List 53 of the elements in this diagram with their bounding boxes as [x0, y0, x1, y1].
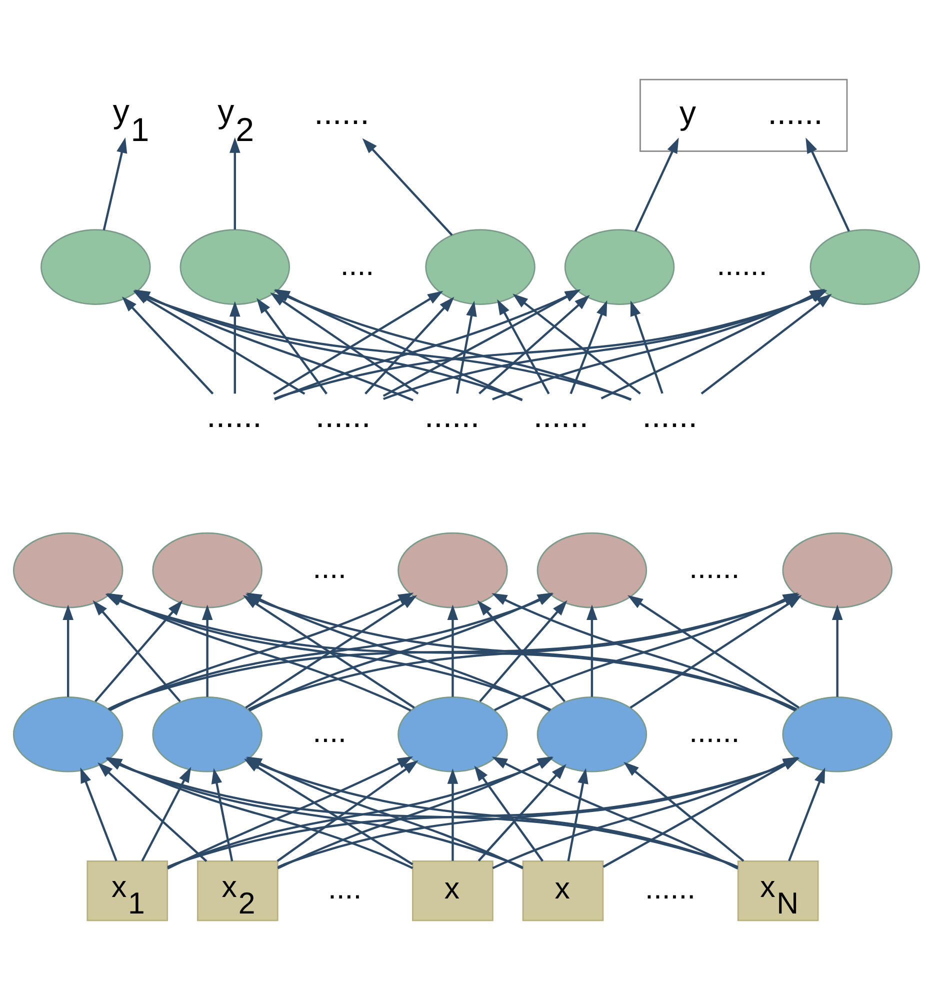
- arrow: [832, 604, 843, 697]
- arrow: [447, 604, 458, 697]
- arrow: [478, 764, 566, 862]
- arrow: [273, 290, 444, 395]
- arrow: [364, 296, 454, 395]
- node-text: ......: [206, 398, 262, 436]
- label: ......: [645, 872, 696, 906]
- arrow: [634, 138, 679, 232]
- arrow: [141, 766, 192, 862]
- label: ....: [328, 872, 362, 906]
- arrow: [624, 762, 744, 862]
- arrow: [62, 604, 74, 697]
- node-box: x: [522, 860, 604, 922]
- arrow: [456, 300, 477, 394]
- arrow: [229, 137, 240, 230]
- arrow: [478, 294, 590, 394]
- node-text: ......: [424, 398, 480, 436]
- arrow: [630, 300, 664, 394]
- node-text: ......: [642, 398, 698, 436]
- arrow: [700, 294, 832, 394]
- arrow: [570, 300, 608, 394]
- label: ......: [689, 552, 740, 586]
- arrow: [447, 768, 458, 861]
- arrow: [497, 299, 550, 394]
- label: ......: [716, 248, 768, 282]
- label: ....: [312, 552, 346, 586]
- node-text: ......: [768, 94, 823, 132]
- arrow: [586, 604, 598, 697]
- arrow: [567, 768, 588, 862]
- arrow: [102, 137, 128, 230]
- label: ....: [312, 716, 346, 750]
- node-box: x: [412, 860, 494, 922]
- arrow: [202, 604, 213, 697]
- label: ......: [689, 716, 740, 750]
- node-text: y: [679, 94, 696, 132]
- arrow: [362, 138, 453, 236]
- cluster: [640, 78, 848, 152]
- arrow: [512, 294, 641, 394]
- arrow: [98, 762, 208, 862]
- arrow: [80, 768, 118, 862]
- arrow: [229, 301, 240, 394]
- arrow: [256, 298, 328, 394]
- node-text: ......: [314, 94, 370, 132]
- arrow: [788, 768, 826, 862]
- arrow: [806, 138, 850, 232]
- arrow: [211, 768, 234, 862]
- node-text: ......: [316, 398, 371, 436]
- arrow: [122, 296, 214, 394]
- arrow: [276, 760, 418, 862]
- arrow: [474, 766, 544, 862]
- node-text: ......: [533, 398, 589, 436]
- label: ....: [340, 248, 374, 282]
- arrow: [270, 292, 419, 395]
